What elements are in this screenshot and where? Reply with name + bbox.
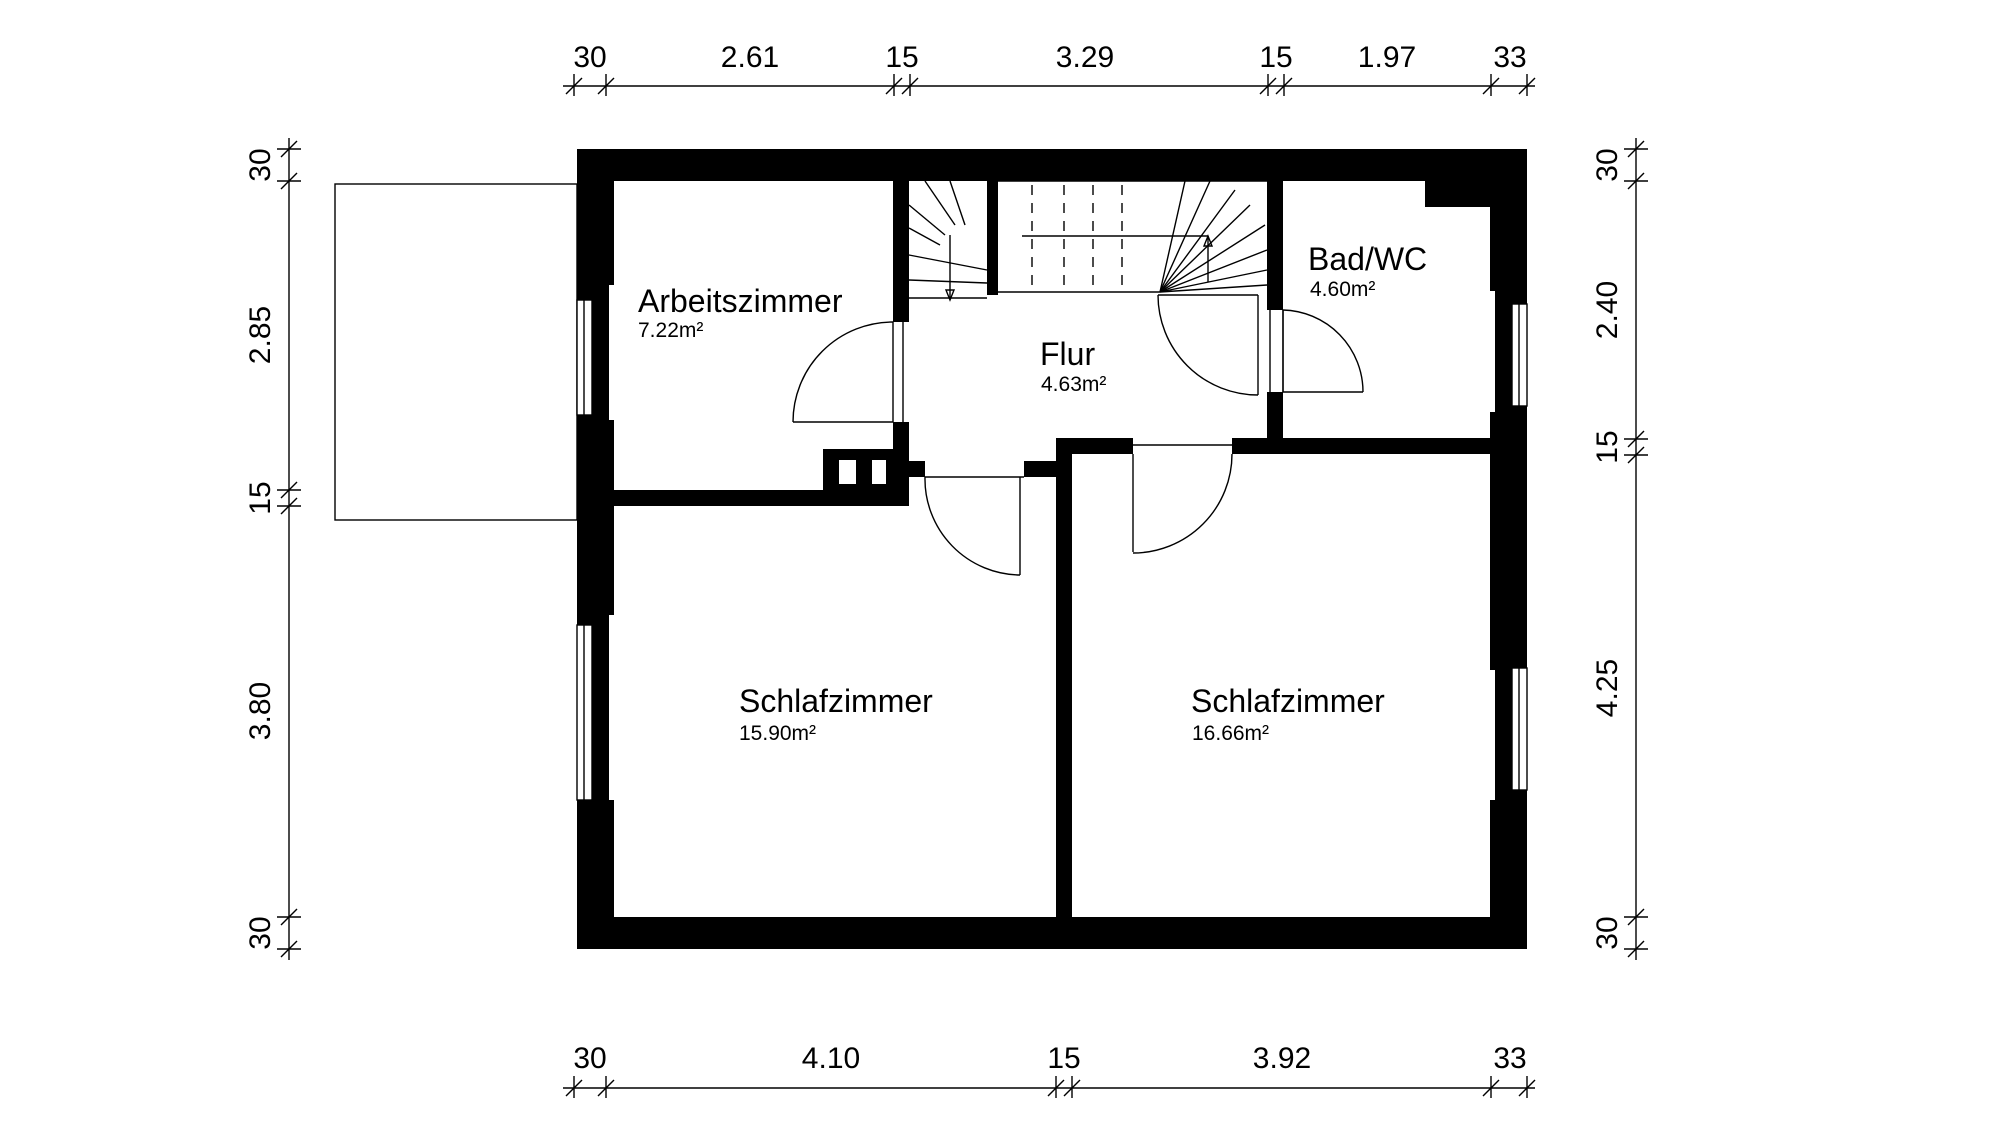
- dim-bottom-2: 4.10: [802, 1042, 860, 1075]
- door-bad: [1269, 309, 1364, 393]
- outer-wall-right: [1495, 149, 1527, 949]
- wall-arbeit-schlaf: [609, 490, 909, 506]
- wall-arbeit-flur: [893, 181, 909, 322]
- room-area-arbeitszimmer: 7.22m²: [638, 319, 703, 342]
- room-labels: Arbeitszimmer 7.22m² Flur 4.63m² Bad/WC …: [638, 241, 1427, 745]
- dim-bottom-1: 30: [573, 1042, 606, 1075]
- outer-wall-bottom: [577, 917, 1527, 949]
- dim-right-3: 15: [1591, 430, 1624, 463]
- door-schlafzimmer-right: [1132, 444, 1233, 554]
- dim-right-1: 30: [1591, 148, 1624, 181]
- dim-bottom-3: 15: [1047, 1042, 1080, 1075]
- dim-left-3: 15: [244, 481, 277, 514]
- dim-top-1: 30: [573, 41, 606, 74]
- dim-top-3: 15: [885, 41, 918, 74]
- room-name-schlafzimmer-2: Schlafzimmer: [1191, 683, 1385, 719]
- dim-top-2: 2.61: [721, 41, 779, 74]
- window-schlafzimmer-left: [576, 624, 593, 801]
- dim-left-1: 30: [244, 148, 277, 181]
- dim-right-4: 4.25: [1591, 659, 1624, 717]
- walls: [577, 149, 1527, 949]
- room-name-flur: Flur: [1040, 336, 1095, 372]
- dim-top-6: 1.97: [1358, 41, 1416, 74]
- doors: [792, 294, 1364, 576]
- dimension-right: 30 2.40 15 4.25 30: [1591, 138, 1648, 960]
- outer-wall-left: [577, 149, 609, 949]
- dim-left-5: 30: [244, 916, 277, 949]
- dimension-bottom: 30 4.10 15 3.92 33: [563, 1042, 1536, 1098]
- room-area-bad: 4.60m²: [1310, 278, 1375, 301]
- dim-bottom-5: 33: [1493, 1042, 1526, 1075]
- room-name-arbeitszimmer: Arbeitszimmer: [638, 283, 843, 319]
- balcony-outline: [334, 183, 578, 521]
- windows: [576, 299, 1528, 801]
- door-arbeitszimmer: [792, 321, 904, 423]
- door-schlafzimmer-left: [924, 476, 1024, 576]
- room-area-flur: 4.63m²: [1041, 373, 1106, 396]
- room-name-bad: Bad/WC: [1308, 241, 1427, 277]
- window-arbeitszimmer: [576, 299, 593, 416]
- outer-wall-top: [577, 149, 1527, 181]
- dimension-top: 30 2.61 15 3.29 15 1.97 33: [563, 41, 1536, 96]
- window-bad: [1511, 303, 1528, 407]
- dim-bottom-4: 3.92: [1253, 1042, 1311, 1075]
- staircase: [908, 180, 1268, 302]
- dim-left-2: 2.85: [244, 306, 277, 364]
- chimney: [823, 449, 893, 493]
- dim-right-5: 30: [1591, 916, 1624, 949]
- dim-top-4: 3.29: [1056, 41, 1114, 74]
- dim-top-7: 33: [1493, 41, 1526, 74]
- dim-right-2: 2.40: [1591, 281, 1624, 339]
- dim-top-5: 15: [1259, 41, 1292, 74]
- window-schlafzimmer-right: [1511, 667, 1528, 791]
- room-name-schlafzimmer-1: Schlafzimmer: [739, 683, 933, 719]
- dimension-left: 30 2.85 15 3.80 30: [244, 138, 301, 960]
- door-flur-stair: [1157, 294, 1259, 396]
- room-area-schlafzimmer-1: 15.90m²: [739, 722, 816, 745]
- wall-stair: [987, 181, 998, 295]
- dim-left-4: 3.80: [244, 682, 277, 740]
- wall-schlaf-schlaf: [1056, 461, 1072, 917]
- wall-flur-bad: [1267, 181, 1283, 310]
- room-area-schlafzimmer-2: 16.66m²: [1192, 722, 1269, 745]
